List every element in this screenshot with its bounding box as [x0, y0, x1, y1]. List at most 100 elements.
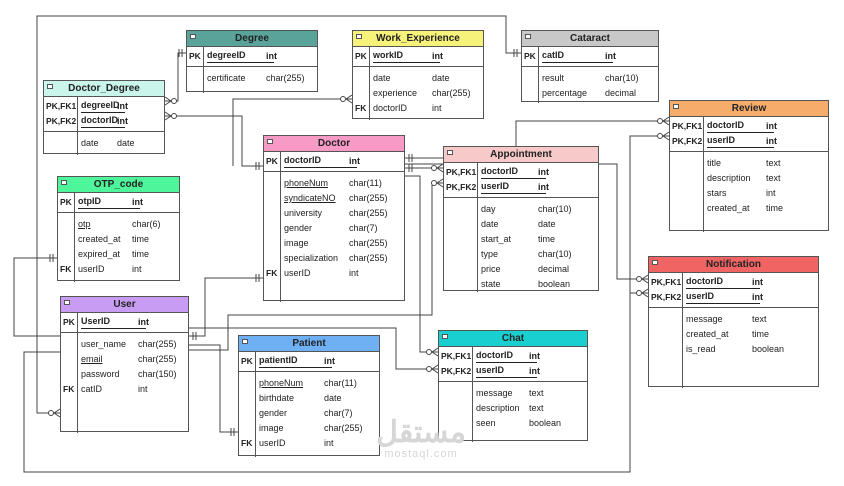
field-name: day — [481, 204, 496, 214]
key-label: PK,FK2 — [46, 116, 77, 126]
key-column — [44, 97, 78, 131]
many-marker — [164, 96, 177, 106]
key-label: PK,FK2 — [651, 292, 682, 302]
key-column — [353, 47, 370, 66]
field-type: int — [538, 182, 549, 192]
field-type: time — [766, 203, 784, 213]
field-name: message — [686, 314, 723, 324]
field-name: stars — [707, 188, 727, 198]
collapse-icon[interactable] — [242, 339, 248, 344]
field-type: char(255) — [266, 73, 305, 83]
key-label: FK — [241, 438, 253, 448]
key-column — [58, 193, 75, 212]
line-user-patient — [189, 344, 238, 433]
field-type: text — [766, 158, 781, 168]
one-marker — [513, 49, 518, 57]
watermark: مستقل mostaql.com — [366, 418, 476, 461]
field-name: doctorID — [476, 349, 537, 363]
collapse-icon[interactable] — [673, 104, 679, 109]
collapse-icon[interactable] — [64, 300, 70, 305]
field-type: decimal — [605, 88, 637, 98]
key-label: PK — [189, 51, 201, 61]
collapse-icon[interactable] — [356, 34, 362, 39]
field-type: int — [766, 121, 777, 131]
key-column — [649, 273, 683, 307]
one-marker — [408, 164, 413, 172]
one-marker — [255, 274, 260, 282]
field-name: description — [476, 403, 520, 413]
table-header: Work_Experience — [353, 31, 483, 47]
collapse-icon[interactable] — [447, 150, 453, 155]
field-name: doctorID — [686, 275, 760, 289]
table-header: Patient — [239, 336, 379, 352]
field-type: int — [117, 101, 128, 111]
field-type: char(255) — [349, 253, 388, 263]
field-name: created_at — [707, 203, 750, 213]
line-doctor-doctor-degree — [165, 115, 263, 167]
field-type: char(255) — [324, 423, 363, 433]
field-row: created_at time — [670, 201, 830, 216]
many-marker — [431, 163, 444, 173]
field-type: date — [538, 219, 556, 229]
field-name: userID — [78, 264, 105, 274]
field-name: certificate — [207, 73, 246, 83]
field-name: patientID — [259, 354, 332, 368]
field-type: int — [117, 116, 128, 126]
field-type: int — [432, 103, 442, 113]
field-type: char(255) — [349, 208, 388, 218]
field-type: int — [752, 292, 763, 302]
field-name: title — [707, 158, 722, 168]
collapse-icon[interactable] — [267, 139, 273, 144]
field-type: char(11) — [324, 378, 357, 388]
collapse-icon[interactable] — [47, 84, 53, 89]
table-title: Doctor_Degree — [68, 83, 140, 94]
key-column — [58, 213, 75, 282]
collapse-icon[interactable] — [652, 260, 658, 265]
collapse-icon[interactable] — [442, 334, 448, 339]
collapse-icon[interactable] — [525, 34, 531, 39]
collapse-icon[interactable] — [190, 34, 196, 39]
field-name: birthdate — [259, 393, 295, 403]
field-name: password — [81, 369, 120, 379]
key-column — [61, 333, 78, 433]
table-title: Appointment — [490, 149, 552, 160]
collapse-icon[interactable] — [61, 180, 67, 185]
many-marker — [164, 111, 177, 121]
table-title: Degree — [235, 33, 269, 44]
